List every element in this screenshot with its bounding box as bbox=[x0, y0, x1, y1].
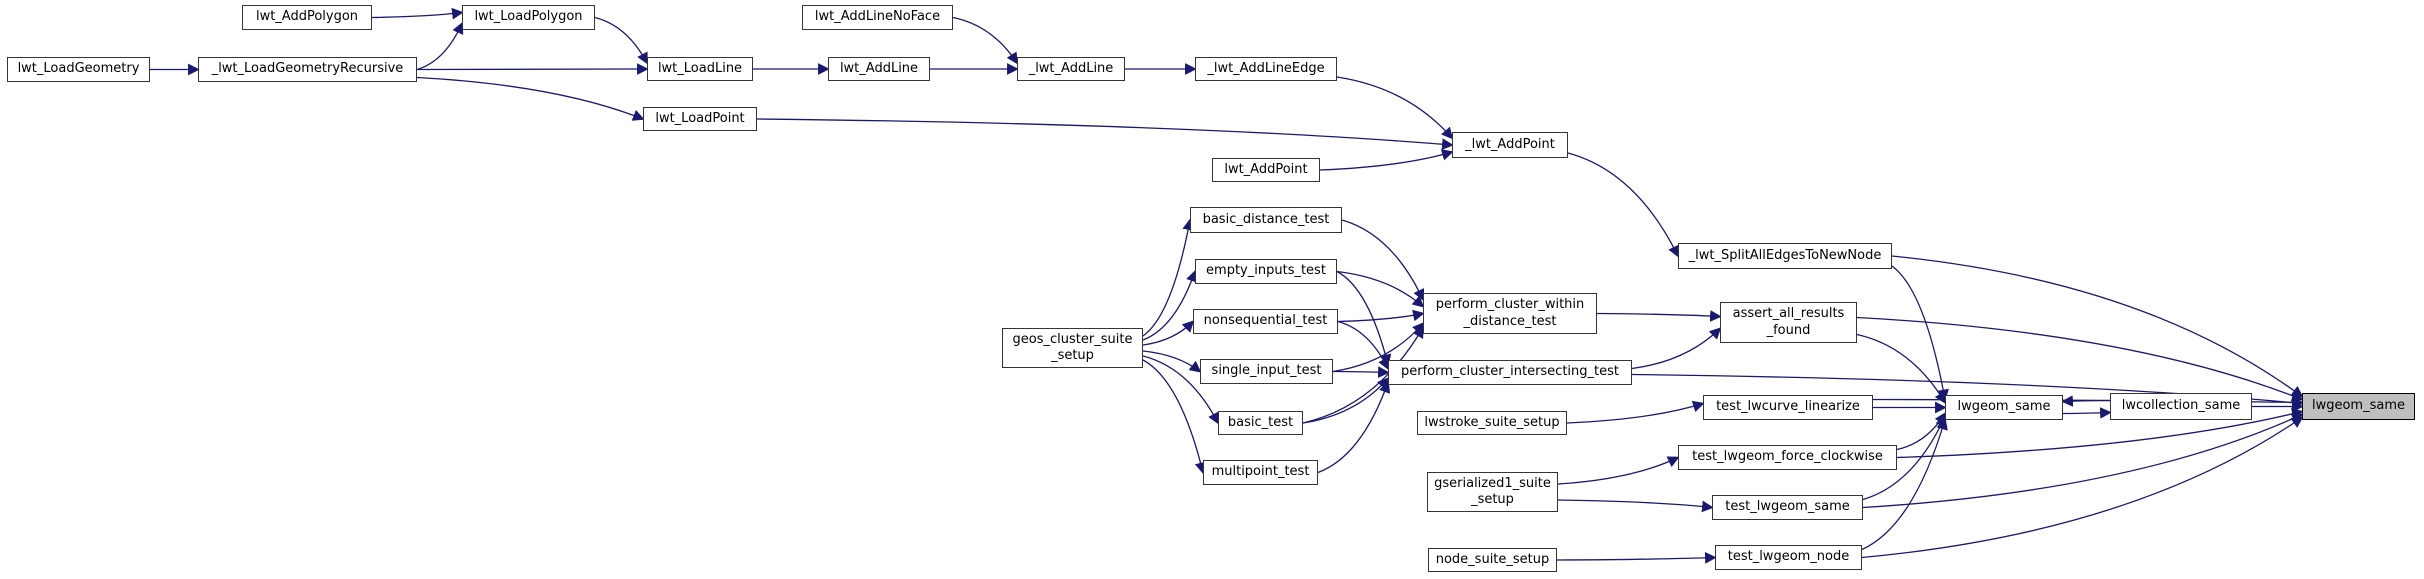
node-test_lwcurve_linearize[interactable]: test_lwcurve_linearize bbox=[1703, 395, 1873, 420]
node-test_lwgeom_node[interactable]: test_lwgeom_node bbox=[1715, 545, 1862, 570]
edge-nonsequential_test-to-perform_cluster_intersecting_test bbox=[1337, 320, 1389, 371]
node-node_suite_setup[interactable]: node_suite_setup bbox=[1428, 548, 1557, 572]
edge-assert_all_results_found-to-lwgeom_same_2 bbox=[1856, 316, 2304, 402]
node-perform_cluster_intersecting_test[interactable]: perform_cluster_intersecting_test bbox=[1388, 360, 1632, 385]
edge-lwt_LoadPoint-to-_lwt_AddPoint bbox=[756, 118, 1454, 151]
edge-_lwt_SplitAllEdgesToNewNode-to-lwgeom_same_2 bbox=[1891, 255, 2304, 398]
node-test_lwgeom_force_clockwise[interactable]: test_lwgeom_force_clockwise bbox=[1678, 445, 1897, 470]
node-single_input_test[interactable]: single_input_test bbox=[1200, 359, 1333, 384]
edge-test_lwgeom_same-to-lwgeom_same_1 bbox=[1862, 414, 1947, 501]
edge-_lwt_LoadGeometryRecursive-to-lwt_LoadPoint bbox=[416, 76, 645, 121]
edge-geos_cluster_suite_setup-to-single_input_test bbox=[1142, 350, 1202, 373]
edge-perform_cluster_intersecting_test-to-assert_all_results_found bbox=[1631, 327, 1722, 370]
node-gserialized1_suite_setup[interactable]: gserialized1_suite _setup bbox=[1427, 472, 1558, 512]
node-basic_distance_test[interactable]: basic_distance_test bbox=[1190, 207, 1342, 233]
edge-test_lwgeom_force_clockwise-to-lwgeom_same_2 bbox=[1896, 408, 2304, 459]
edge-single_input_test-to-perform_cluster_intersecting_test bbox=[1332, 366, 1390, 378]
edge-basic_distance_test-to-perform_cluster_within_distance_test bbox=[1341, 219, 1425, 302]
node-lwt_LoadGeometry[interactable]: lwt_LoadGeometry bbox=[7, 57, 150, 82]
edge-test_lwgeom_same-to-lwgeom_same_2 bbox=[1862, 413, 2304, 509]
node-lwgeom_same_2[interactable]: lwgeom_same bbox=[2302, 393, 2415, 420]
edge-lwstroke_suite_setup-to-test_lwcurve_linearize bbox=[1566, 400, 1705, 424]
edges-group bbox=[150, 7, 2304, 564]
edge-_lwt_SplitAllEdgesToNewNode-to-lwgeom_same_1 bbox=[1891, 265, 1949, 402]
edge-empty_inputs_test-to-perform_cluster_intersecting_test bbox=[1336, 270, 1392, 367]
node-geos_cluster_suite_setup[interactable]: geos_cluster_suite _setup bbox=[1002, 328, 1143, 368]
edge-multipoint_test-to-perform_cluster_intersecting_test bbox=[1317, 380, 1391, 474]
node-_lwt_AddLine[interactable]: _lwt_AddLine bbox=[1017, 57, 1125, 81]
node-lwt_LoadPolygon[interactable]: lwt_LoadPolygon bbox=[462, 5, 595, 30]
edge-lwt_LoadPolygon-to-lwt_LoadLine bbox=[594, 16, 648, 65]
node-lwt_AddLine[interactable]: lwt_AddLine bbox=[828, 57, 930, 81]
node-_lwt_AddLineEdge[interactable]: _lwt_AddLineEdge bbox=[1195, 57, 1337, 81]
edge-_lwt_LoadGeometryRecursive-to-lwt_LoadPolygon bbox=[416, 21, 464, 71]
edge-_lwt_LoadGeometryRecursive-to-lwt_LoadLine bbox=[416, 63, 649, 75]
edge-assert_all_results_found-to-lwgeom_same_1 bbox=[1856, 333, 1946, 405]
edge-geos_cluster_suite_setup-to-basic_test bbox=[1142, 355, 1219, 425]
edge-basic_test-to-perform_cluster_intersecting_test bbox=[1302, 377, 1390, 424]
node-lwstroke_suite_setup[interactable]: lwstroke_suite_setup bbox=[1417, 411, 1567, 435]
node-lwt_LoadPoint[interactable]: lwt_LoadPoint bbox=[643, 107, 757, 131]
node-nonsequential_test[interactable]: nonsequential_test bbox=[1193, 309, 1338, 334]
node-multipoint_test[interactable]: multipoint_test bbox=[1203, 460, 1318, 485]
node-lwt_LoadLine[interactable]: lwt_LoadLine bbox=[647, 57, 753, 81]
node-lwgeom_same_1[interactable]: lwgeom_same bbox=[1945, 395, 2063, 420]
edge-lwt_AddLineNoFace-to-_lwt_AddLine bbox=[952, 16, 1018, 65]
edge-lwcollection_same-to-lwgeom_same_1 bbox=[2061, 395, 2111, 407]
node-perform_cluster_within_distance_test[interactable]: perform_cluster_within _distance_test bbox=[1423, 293, 1597, 334]
edge-empty_inputs_test-to-perform_cluster_within_distance_test bbox=[1336, 270, 1425, 308]
edge-perform_cluster_within_distance_test-to-assert_all_results_found bbox=[1596, 310, 1722, 322]
edge-gserialized1_suite_setup-to-test_lwgeom_force_clockwise bbox=[1557, 456, 1680, 485]
edge-geos_cluster_suite_setup-to-empty_inputs_test bbox=[1142, 269, 1198, 341]
edge-_lwt_AddLineEdge-to-_lwt_AddPoint bbox=[1336, 76, 1454, 140]
edge-nonsequential_test-to-perform_cluster_within_distance_test bbox=[1337, 309, 1425, 323]
node-test_lwgeom_same[interactable]: test_lwgeom_same bbox=[1712, 495, 1863, 520]
node-_lwt_SplitAllEdgesToNewNode[interactable]: _lwt_SplitAllEdgesToNewNode bbox=[1678, 243, 1892, 269]
node-lwt_AddPolygon[interactable]: lwt_AddPolygon bbox=[242, 5, 372, 30]
edge-test_lwgeom_node-to-lwgeom_same_2 bbox=[1861, 416, 2304, 559]
node-_lwt_LoadGeometryRecursive[interactable]: _lwt_LoadGeometryRecursive bbox=[198, 57, 417, 82]
edge-test_lwgeom_node-to-lwgeom_same_1 bbox=[1861, 417, 1948, 551]
edge-geos_cluster_suite_setup-to-basic_distance_test bbox=[1142, 218, 1194, 337]
node-assert_all_results_found[interactable]: assert_all_results _found bbox=[1720, 302, 1857, 343]
edge-_lwt_AddPoint-to-_lwt_SplitAllEdgesToNewNode bbox=[1567, 152, 1679, 258]
edge-geos_cluster_suite_setup-to-multipoint_test bbox=[1142, 359, 1207, 475]
edge-node_suite_setup-to-test_lwgeom_node bbox=[1556, 551, 1717, 564]
node-lwt_AddPoint[interactable]: lwt_AddPoint bbox=[1212, 158, 1320, 182]
edge-basic_test-to-perform_cluster_within_distance_test bbox=[1302, 325, 1424, 424]
node-basic_test[interactable]: basic_test bbox=[1218, 411, 1303, 435]
edge-lwt_AddPolygon-to-lwt_LoadPolygon bbox=[371, 7, 464, 20]
edge-lwgeom_same_1-to-lwcollection_same bbox=[2062, 407, 2112, 419]
node-_lwt_AddPoint[interactable]: _lwt_AddPoint bbox=[1452, 132, 1568, 158]
edge-geos_cluster_suite_setup-to-nonsequential_test bbox=[1142, 320, 1195, 346]
node-lwt_AddLineNoFace[interactable]: lwt_AddLineNoFace bbox=[802, 5, 953, 30]
node-lwcollection_same[interactable]: lwcollection_same bbox=[2110, 393, 2252, 420]
edge-gserialized1_suite_setup-to-test_lwgeom_same bbox=[1557, 499, 1714, 513]
node-empty_inputs_test[interactable]: empty_inputs_test bbox=[1195, 259, 1337, 284]
edge-lwt_AddPoint-to-_lwt_AddPoint bbox=[1319, 149, 1454, 171]
